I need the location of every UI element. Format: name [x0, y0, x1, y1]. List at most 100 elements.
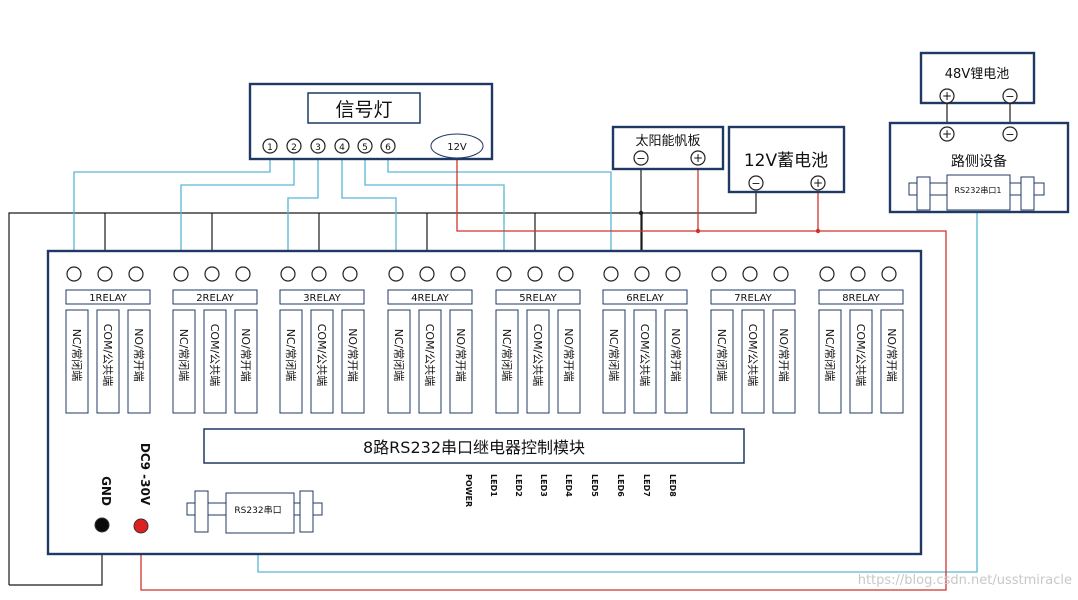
relay-contact-label: COM/公共端	[531, 324, 544, 387]
signal-terminal-2	[286, 138, 302, 154]
battery-48v-minus-label: −	[1005, 90, 1014, 103]
relay-unit-6: 6RELAY NC/常闭端 COM/公共端 NO/常开端	[602, 266, 688, 414]
roadside-device-box: + − 路侧设备 RS232串口1	[888, 103, 1070, 214]
led-label: LED3	[539, 474, 548, 497]
battery-12v-minus-terminal	[748, 175, 764, 191]
relay-3-terminal-nc	[280, 266, 296, 282]
signal-light-title: 信号灯	[335, 99, 392, 121]
led-label: POWER	[464, 474, 473, 507]
led-label: LED4	[564, 474, 573, 497]
led-label: LED5	[590, 474, 599, 497]
signal-terminal-4	[334, 138, 350, 154]
signal-terminal-label: 5	[362, 143, 368, 153]
module-rs232-port: RS232串口	[186, 490, 323, 534]
relay-contact-label: COM/公共端	[638, 324, 651, 387]
dc-plus-terminal	[133, 518, 149, 534]
relay-8-terminal-no	[881, 266, 897, 282]
signal-terminal-3	[310, 138, 326, 154]
solar-plus-terminal	[690, 150, 706, 166]
relay-contact-label: NO/常开端	[669, 328, 682, 382]
signal-terminal-label: 4	[339, 143, 345, 153]
signal-terminal-label: 2	[291, 143, 297, 153]
solar-minus-terminal	[633, 150, 649, 166]
relay-5-label: 5RELAY	[519, 293, 557, 304]
relay-contact-label: COM/公共端	[315, 324, 328, 387]
battery-12v-minus-label: −	[751, 177, 760, 190]
led-label: LED1	[489, 474, 498, 497]
signal-terminal-1	[262, 138, 278, 154]
battery-12v-title: 12V蓄电池	[744, 151, 828, 171]
relay-2-terminal-no	[235, 266, 251, 282]
signal-12v-terminal	[430, 133, 484, 159]
relay-contact-label: NO/常开端	[562, 328, 575, 382]
relay-contact-label: NC/常闭端	[715, 329, 728, 382]
battery-48v-title: 48V锂电池	[945, 67, 1009, 82]
watermark: https://blog.csdn.net/usstmiracle	[858, 573, 1072, 588]
relay-7-label: 7RELAY	[734, 293, 772, 304]
relay-8-terminal-nc	[819, 266, 835, 282]
relay-4-terminal-com	[419, 266, 435, 282]
led-label: LED6	[616, 474, 625, 497]
relay-8-terminal-com	[850, 266, 866, 282]
relay-unit-1: 1RELAY NC/常闭端 COM/公共端 NO/常开端	[65, 266, 151, 414]
roadside-port-label: RS232串口1	[955, 186, 1002, 195]
relay-contact-label: COM/公共端	[208, 324, 221, 387]
module-port-label: RS232串口	[234, 505, 281, 516]
red-wires	[140, 158, 947, 591]
relay-contact-label: NC/常闭端	[500, 329, 513, 382]
wire-junction	[638, 210, 644, 216]
relay-contact-label: NC/常闭端	[392, 329, 405, 382]
relay-contact-label: NC/常闭端	[70, 329, 83, 382]
relay-contact-label: NO/常开端	[885, 328, 898, 382]
relay-6-terminal-no	[665, 266, 681, 282]
relay-2-terminal-com	[204, 266, 220, 282]
roadside-title: 路侧设备	[951, 153, 1007, 170]
signal-12v-label: 12V	[447, 142, 467, 153]
wire-junction	[695, 228, 701, 234]
relay-contact-label: COM/公共端	[101, 324, 114, 387]
module-title: 8路RS232串口继电器控制模块	[363, 438, 585, 457]
signal-light-box: 信号灯 1 2 3 4 5 6 12V	[248, 82, 494, 161]
relay-contact-label: NO/常开端	[132, 328, 145, 382]
gnd-terminal	[94, 517, 110, 533]
relay-7-terminal-no	[773, 266, 789, 282]
battery-48v-plus-label: +	[942, 89, 952, 103]
relay-4-label: 4RELAY	[411, 293, 449, 304]
relay-8-label: 8RELAY	[842, 293, 880, 304]
signal-terminal-label: 6	[385, 143, 391, 153]
relay-unit-7: 7RELAY NC/常闭端 COM/公共端 NO/常开端	[710, 266, 796, 414]
roadside-minus-label: −	[1005, 128, 1014, 141]
battery-12v-box: 12V蓄电池 − +	[727, 125, 846, 194]
wire-junction	[815, 228, 821, 234]
relay-contact-label: NC/常闭端	[607, 329, 620, 382]
relay-7-terminal-com	[742, 266, 758, 282]
signal-terminal-label: 3	[315, 143, 321, 153]
signal-terminal-label: 1	[267, 143, 273, 153]
wire-junctions	[638, 210, 821, 234]
relay-5-terminal-com	[527, 266, 543, 282]
relay-6-terminal-nc	[603, 266, 619, 282]
relay-1-label: 1RELAY	[89, 293, 127, 304]
relay-1-terminal-nc	[66, 266, 82, 282]
relay-contact-label: NC/常闭端	[823, 329, 836, 382]
dc-voltage-label: DC9 -30V	[138, 443, 152, 506]
relay-4-terminal-nc	[388, 266, 404, 282]
relay-contact-label: NC/常闭端	[284, 329, 297, 382]
led-label: LED2	[514, 474, 523, 497]
relay-contact-label: NO/常开端	[346, 328, 359, 382]
relay-6-terminal-com	[634, 266, 650, 282]
relay-6-label: 6RELAY	[626, 293, 664, 304]
relay-contact-label: NO/常开端	[777, 328, 790, 382]
relay-contact-label: COM/公共端	[746, 324, 759, 387]
relay-3-label: 3RELAY	[303, 293, 341, 304]
relay-unit-3: 3RELAY NC/常闭端 COM/公共端 NO/常开端	[279, 266, 365, 414]
battery-48v-box: 48V锂电池 + −	[919, 51, 1036, 105]
battery-12v-plus-label: +	[813, 176, 823, 190]
solar-minus-label: −	[636, 152, 645, 165]
